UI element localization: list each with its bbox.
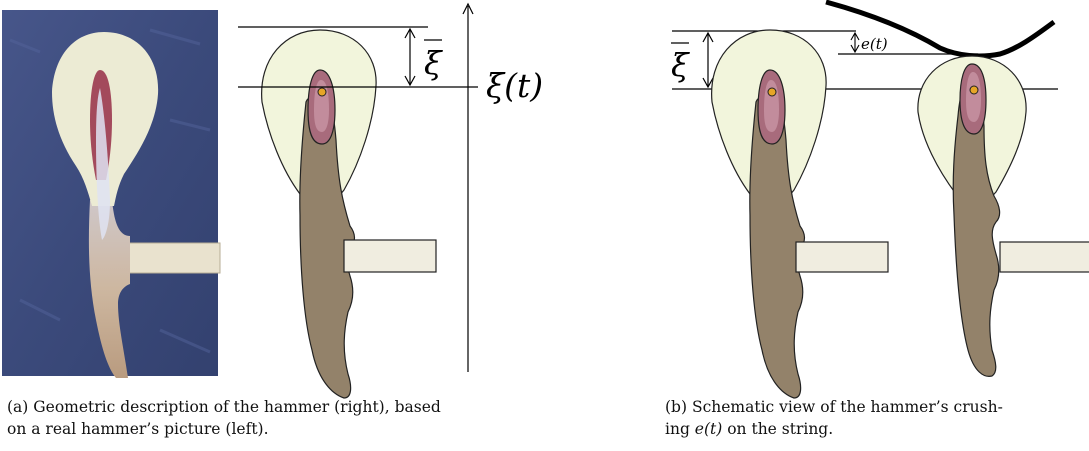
xi-bar-dimension-arrow-b xyxy=(702,31,714,89)
hammer-diagram-a xyxy=(261,29,437,399)
caption-b-line1: Schematic view of the hammer’s crush- xyxy=(691,398,1003,416)
caption-a-tag: (a) xyxy=(7,398,29,416)
shank-b-rest xyxy=(795,241,889,273)
caption-b-math: e(t) xyxy=(694,420,723,438)
shank-b-crushed xyxy=(999,241,1089,273)
xi-bar-label: ξ xyxy=(424,44,443,82)
e-t-label: e(t) xyxy=(861,35,888,53)
xi-t-label: ξ(t) xyxy=(486,66,543,105)
shank xyxy=(343,239,437,273)
axis-arrow-icon xyxy=(462,2,474,15)
xi-bar-dimension-arrow xyxy=(404,27,416,87)
e-t-dimension-arrow xyxy=(850,31,860,54)
xi-bar-label-b: ξ xyxy=(671,46,690,84)
caption-b-tag: (b) xyxy=(665,398,688,416)
caption-a-line1: Geometric description of the hammer (rig… xyxy=(33,398,441,416)
caption-a: (a) Geometric description of the hammer … xyxy=(7,396,567,440)
caption-b: (b) Schematic view of the hammer’s crush… xyxy=(665,396,1085,440)
hammer-diagram-b-rest xyxy=(711,29,889,399)
caption-b-line2-suffix: on the string. xyxy=(722,420,834,438)
caption-a-line2: on a real hammer’s picture (left). xyxy=(7,420,269,438)
caption-b-line2-prefix: ing xyxy=(665,420,695,438)
hammer-diagram-b-crushed xyxy=(917,55,1089,377)
string-curve xyxy=(825,0,1056,59)
center-dot xyxy=(969,85,979,95)
hammer-photo xyxy=(2,10,221,378)
